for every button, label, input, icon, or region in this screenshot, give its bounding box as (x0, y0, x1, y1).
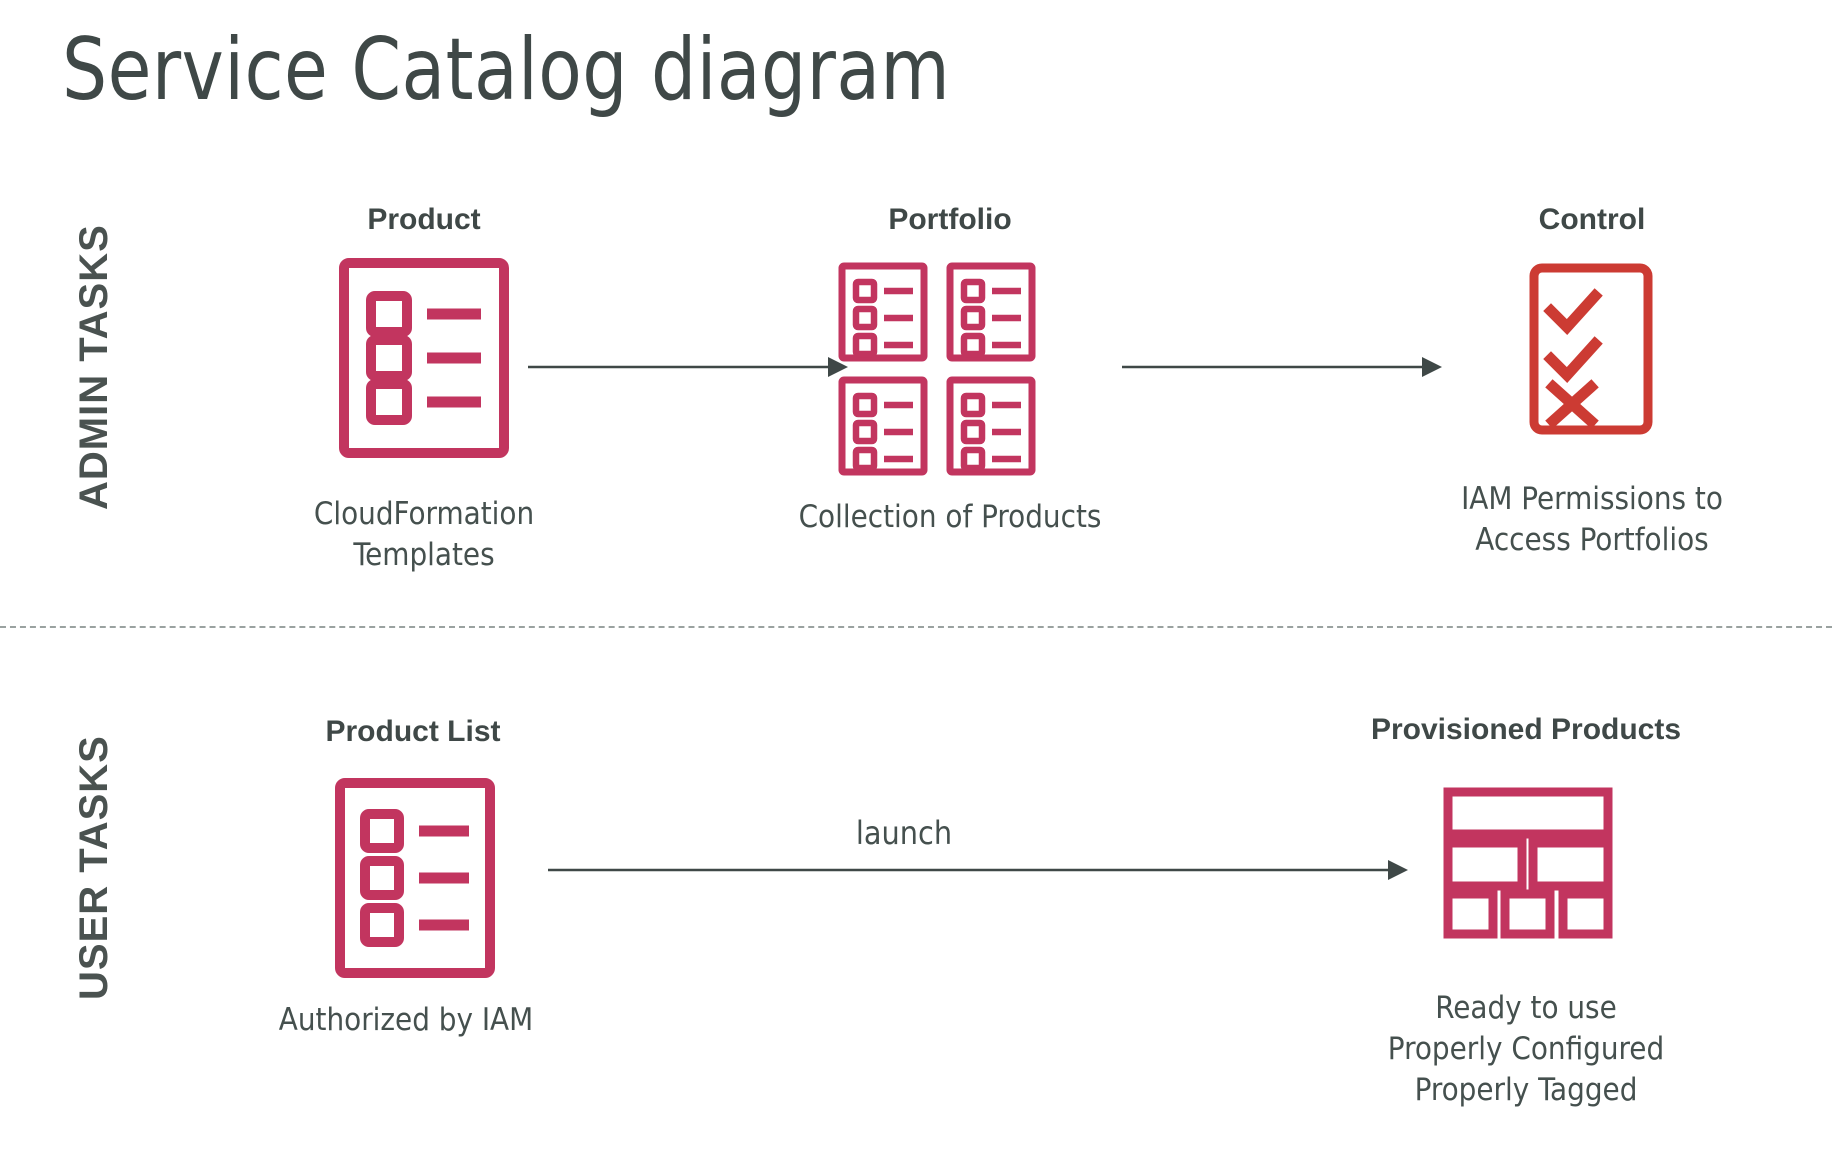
portfolio-icon-wrapper (838, 262, 1062, 476)
node-caption-provisioned-products: Ready to use Properly Configured Properl… (1387, 990, 1665, 1109)
control-icon-wrapper (1529, 263, 1653, 435)
arrow-launch (548, 855, 1408, 885)
provisioned-products-icon-wrapper (1443, 787, 1613, 939)
node-caption-product: CloudFormation Templates (313, 496, 535, 574)
page-title: Service Catalog diagram (62, 20, 951, 120)
layout-blocks-icon (1443, 787, 1613, 939)
node-caption-control: IAM Permissions to Access Portfolios (1461, 481, 1723, 559)
checklist-document-icon (339, 258, 509, 458)
arrow-portfolio-to-control (1122, 352, 1442, 382)
arrow-label-launch: launch (855, 814, 953, 852)
check-check-cross-document-icon (1529, 263, 1653, 435)
node-caption-portfolio: Collection of Products (798, 499, 1102, 535)
arrow-product-to-portfolio (528, 352, 848, 382)
node-title-product: Product (367, 203, 481, 236)
checklist-document-icon (335, 778, 495, 978)
band-label-user-tasks: USER TASKS (72, 735, 116, 1000)
four-checklist-documents-icon (838, 262, 1036, 476)
product-icon-wrapper (339, 258, 509, 458)
node-title-portfolio: Portfolio (888, 203, 1012, 236)
node-title-product-list: Product List (325, 715, 501, 748)
band-label-admin-tasks: ADMIN TASKS (72, 224, 116, 510)
product-list-icon-wrapper (335, 778, 495, 978)
section-divider (0, 626, 1832, 628)
node-caption-product-list: Authorized by IAM (278, 1002, 534, 1038)
node-title-control: Control (1538, 203, 1646, 236)
node-title-provisioned-products: Provisioned Products (1370, 713, 1682, 746)
